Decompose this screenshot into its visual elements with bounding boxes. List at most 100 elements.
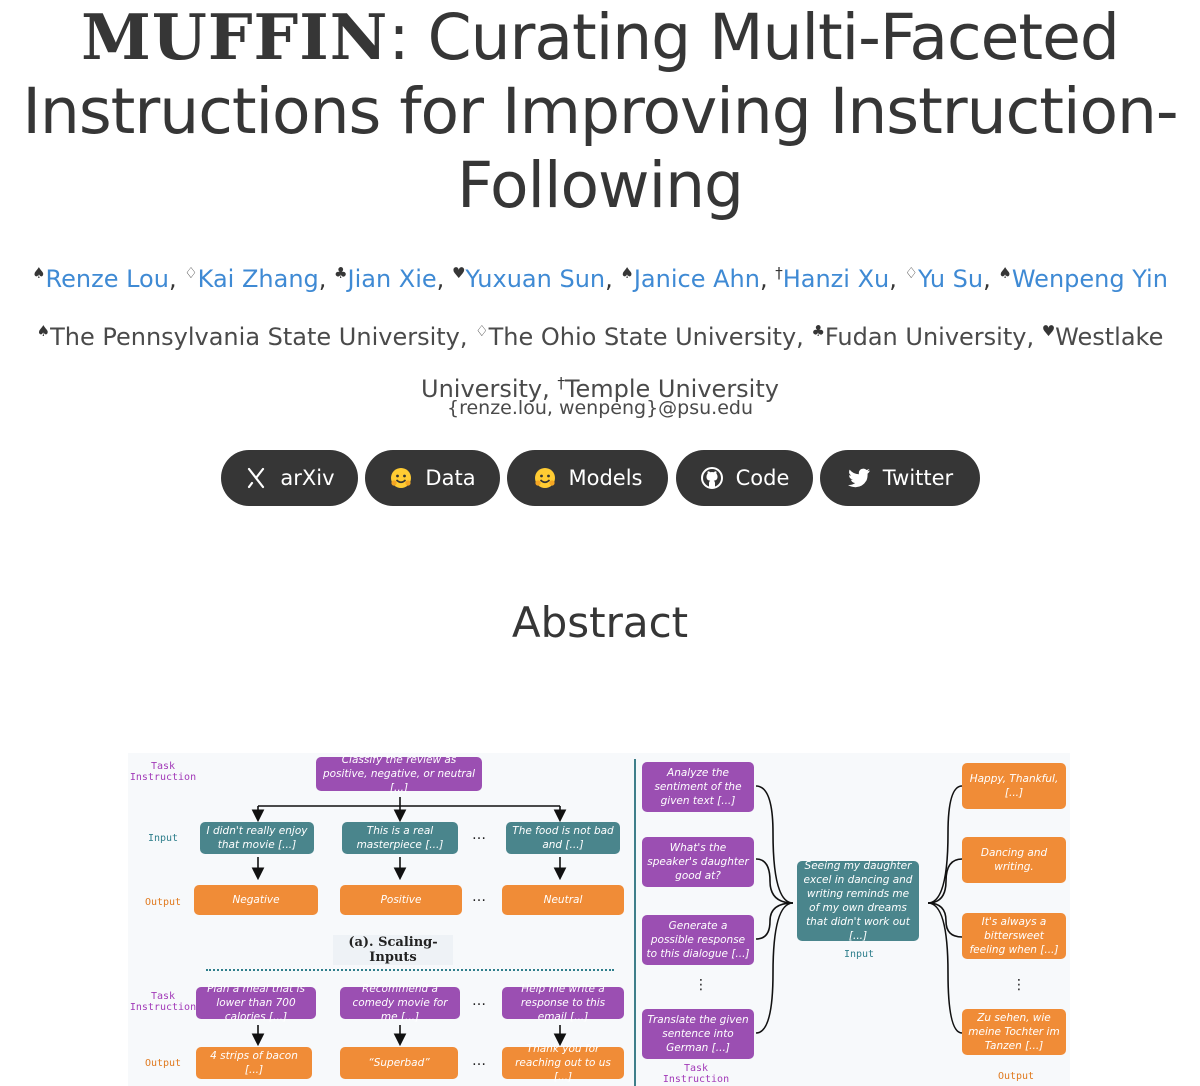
instruction-box: Generate a possible response to this dia…	[642, 915, 754, 965]
author-link[interactable]: Jian Xie	[347, 265, 437, 293]
instruction-box: Analyze the sentiment of the given text …	[642, 762, 754, 812]
affiliation-name: Fudan University	[824, 323, 1027, 351]
author-link[interactable]: Wenpeng Yin	[1011, 265, 1168, 293]
author-link[interactable]: Janice Ahn	[633, 265, 760, 293]
figure-connectors	[251, 785, 963, 1047]
output-box: Dancing and writing.	[962, 837, 1066, 883]
affiliation-name: The Ohio State University	[488, 323, 797, 351]
overview-figure: Task Instruction Input Output Task Instr…	[128, 753, 1070, 1086]
input-box: The food is not bad and [...]	[506, 822, 620, 854]
author-link[interactable]: Kai Zhang	[197, 265, 319, 293]
output-label: Output	[144, 1058, 182, 1069]
author-list: ♠Renze Lou, ♢Kai Zhang, ♣Jian Xie, ♥Yuxu…	[0, 256, 1200, 296]
separator: ,	[318, 265, 335, 293]
output-box: Positive	[340, 885, 462, 915]
separator: ,	[889, 265, 905, 293]
page-title: MUFFIN: Curating Multi-Faceted Instructi…	[0, 0, 1200, 223]
dotted-separator	[206, 969, 614, 971]
task-instruction-label: Task Instruction	[129, 761, 197, 783]
ellipsis: …	[472, 1053, 486, 1069]
separator: ,	[605, 265, 621, 293]
title-text: : Curating Multi-Faceted Instructions fo…	[22, 1, 1178, 222]
output-box: Negative	[194, 885, 318, 915]
abstract-heading: Abstract	[511, 598, 689, 647]
separator: ,	[168, 265, 185, 293]
affiliation-mark: ♢	[475, 322, 489, 340]
affiliation-list: ♠The Pennsylvania State University, ♢The…	[0, 308, 1200, 412]
separator: ,	[1026, 323, 1042, 351]
contact-email: {renze.lou, wenpeng}@psu.edu	[447, 397, 753, 419]
separator: ,	[983, 265, 999, 293]
affiliation-mark: †	[775, 264, 783, 282]
instruction-box: Recommend a comedy movie for me [...]	[340, 983, 460, 1023]
author-link[interactable]: Yuxuan Sun	[465, 265, 606, 293]
top-instruction-box: Classify the review as positive, negativ…	[316, 754, 482, 794]
models-label: Models	[568, 466, 643, 490]
author-link[interactable]: Yu Su	[917, 265, 984, 293]
affiliation-mark: ♥	[451, 264, 466, 282]
author-link[interactable]: Renze Lou	[45, 265, 169, 293]
models-button[interactable]: Models	[507, 450, 668, 506]
output-box: Zu sehen, wie meine Tochter im Tanzen [.…	[962, 1009, 1066, 1055]
twitter-icon	[847, 466, 871, 490]
affiliation-mark: ♠	[32, 264, 46, 282]
affiliation-mark: ♠	[620, 264, 634, 282]
input-label: Input	[843, 949, 875, 960]
separator: ,	[796, 323, 812, 351]
instruction-box: Translate the given sentence into German…	[642, 1009, 754, 1059]
affiliation-mark: ♥	[1041, 322, 1056, 340]
affiliation-name: The Pennsylvania State University	[50, 323, 460, 351]
output-box: Thank you for reaching out to us [...]	[502, 1043, 624, 1083]
affiliation-mark: †	[557, 374, 565, 392]
instruction-box: Plan a meal that is lower than 700 calor…	[196, 983, 316, 1023]
affiliation-mark: ♠	[998, 264, 1012, 282]
code-label: Code	[735, 466, 790, 490]
shared-input-box: Seeing my daughter excel in dancing and …	[797, 860, 919, 942]
arxiv-label: arXiv	[280, 466, 335, 490]
affiliation-name: Temple University	[564, 375, 779, 403]
separator: ,	[759, 265, 776, 293]
instruction-box: What's the speaker's daughter good at?	[642, 837, 754, 887]
arxiv-icon	[244, 466, 268, 490]
task-instruction-label: Task Instruction	[129, 991, 197, 1013]
output-box: Happy, Thankful, [...]	[962, 763, 1066, 809]
instruction-box: Help me write a response to this email […	[502, 983, 624, 1023]
code-button[interactable]: Code	[676, 450, 813, 506]
output-box: “Superbad”	[340, 1047, 458, 1079]
separator: ,	[459, 323, 476, 351]
data-label: Data	[425, 466, 476, 490]
output-box: Neutral	[502, 885, 624, 915]
output-label: Output	[997, 1071, 1035, 1082]
hugging-face-icon	[533, 466, 557, 490]
input-box: I didn't really enjoy that movie [...]	[200, 822, 314, 854]
affiliation-mark: ♢	[184, 264, 198, 282]
input-label: Input	[147, 833, 179, 844]
hugging-face-icon	[389, 466, 413, 490]
output-box: 4 strips of bacon [...]	[196, 1047, 312, 1079]
vertical-ellipsis: ⋮	[694, 977, 708, 993]
output-box: It's always a bittersweet feeling when […	[962, 913, 1066, 959]
ellipsis: …	[472, 889, 486, 905]
output-label: Output	[144, 897, 182, 908]
affiliation-name: Westlake University	[421, 323, 1164, 403]
affiliation-mark: ♠	[36, 322, 51, 340]
affiliation-mark: ♣	[811, 322, 825, 340]
twitter-label: Twitter	[882, 466, 954, 490]
separator: ,	[436, 265, 452, 293]
figure-caption: (a). Scaling-Inputs	[333, 935, 453, 965]
task-instruction-label: Task Instruction	[662, 1063, 730, 1085]
panel-divider	[634, 759, 636, 1086]
github-icon	[700, 466, 724, 490]
data-button[interactable]: Data	[365, 450, 500, 506]
twitter-button[interactable]: Twitter	[820, 450, 980, 506]
vertical-ellipsis: ⋮	[1012, 977, 1026, 993]
separator: ,	[542, 375, 558, 403]
input-box: This is a real masterpiece [...]	[342, 822, 458, 854]
title-brand: MUFFIN	[81, 0, 389, 74]
author-link[interactable]: Hanzi Xu	[782, 265, 890, 293]
arxiv-button[interactable]: arXiv	[221, 450, 358, 506]
affiliation-mark: ♢	[904, 264, 918, 282]
affiliation-mark: ♣	[334, 264, 348, 282]
ellipsis: …	[472, 993, 486, 1009]
ellipsis: …	[472, 827, 486, 843]
